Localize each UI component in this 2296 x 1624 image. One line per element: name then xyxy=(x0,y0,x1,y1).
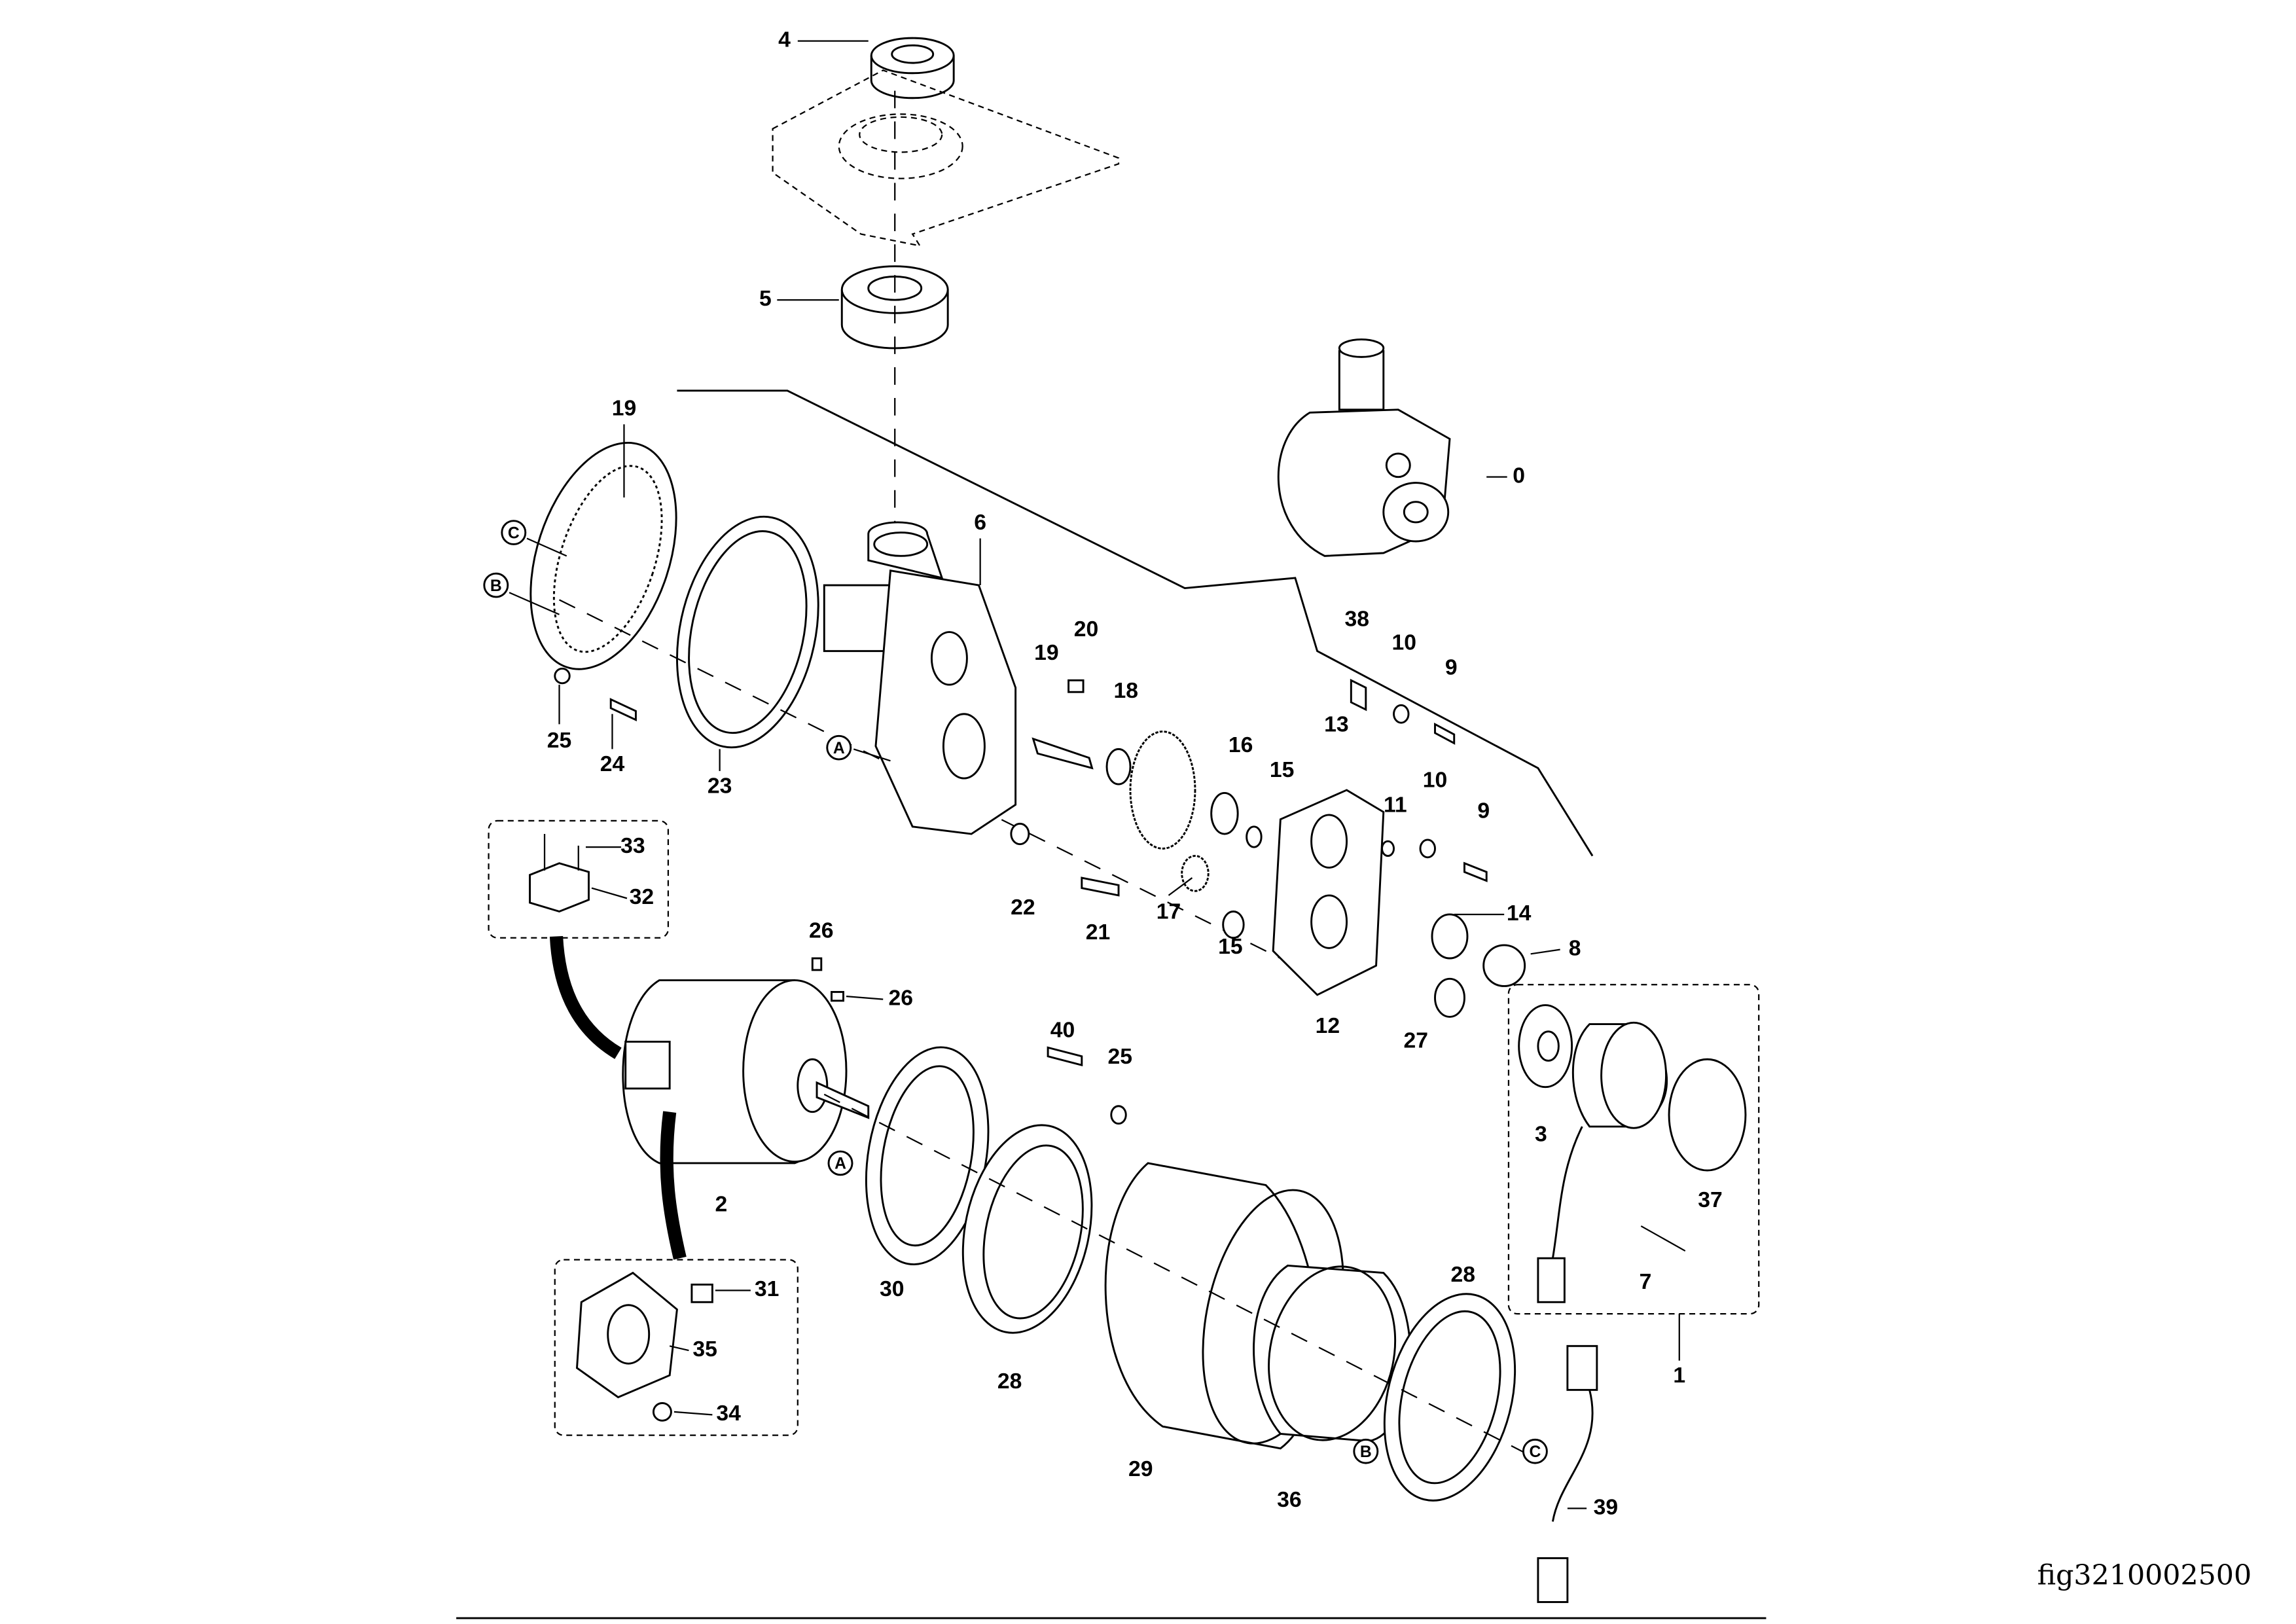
marker-b2: B xyxy=(1360,1443,1372,1461)
bearing-4 xyxy=(870,37,955,99)
callout-10: 10 xyxy=(1392,630,1417,655)
callout-26b: 26 xyxy=(888,986,913,1011)
callout-19b: 19 xyxy=(1034,641,1059,665)
callout-30: 30 xyxy=(880,1277,905,1301)
callout-1: 1 xyxy=(1673,1363,1685,1388)
callout-35: 35 xyxy=(692,1337,717,1362)
figure-id: fig3210002500 xyxy=(2037,1559,2252,1592)
motor xyxy=(622,957,870,1164)
marker-c2: C xyxy=(1529,1443,1541,1461)
brake-inset xyxy=(1507,984,1760,1315)
callout-5: 5 xyxy=(759,287,772,311)
callout-23: 23 xyxy=(708,774,732,798)
o-ring-23 xyxy=(676,515,819,749)
callout-16: 16 xyxy=(1229,733,1253,757)
gear-housing xyxy=(823,521,1017,835)
callout-25b: 25 xyxy=(1108,1045,1133,1069)
callout-33: 33 xyxy=(620,834,645,858)
callout-26: 26 xyxy=(809,919,834,943)
callout-3: 3 xyxy=(1535,1122,1547,1146)
callout-25: 25 xyxy=(547,729,572,753)
callout-38: 38 xyxy=(1345,607,1370,632)
callout-15: 15 xyxy=(1270,758,1295,782)
callout-37: 37 xyxy=(1698,1188,1723,1212)
callout-0: 0 xyxy=(1513,464,1525,488)
callout-27: 27 xyxy=(1404,1028,1429,1053)
callout-18: 18 xyxy=(1114,679,1139,703)
seal-28b xyxy=(1383,1293,1516,1502)
marker-b: B xyxy=(490,577,502,595)
leader-lines xyxy=(509,40,1680,1509)
callout-24: 24 xyxy=(600,752,625,776)
marker-a: A xyxy=(833,740,845,757)
callout-7: 7 xyxy=(1640,1270,1652,1294)
callout-2: 2 xyxy=(715,1193,727,1217)
callout-19: 19 xyxy=(612,397,637,421)
marker-a2: A xyxy=(834,1155,846,1173)
cable-39 xyxy=(1537,1344,1598,1603)
callout-40: 40 xyxy=(1050,1019,1075,1043)
callout-34: 34 xyxy=(716,1401,741,1426)
callout-8: 8 xyxy=(1569,937,1581,961)
marker-c: C xyxy=(508,524,520,542)
connector-inset xyxy=(488,820,670,939)
assembled-drive-unit xyxy=(1277,338,1451,557)
callout-22: 22 xyxy=(1011,895,1035,920)
callout-11: 11 xyxy=(1384,793,1407,817)
callout-9: 9 xyxy=(1445,655,1458,679)
seal-28 xyxy=(961,1124,1093,1334)
callout-14: 14 xyxy=(1507,901,1532,926)
ring-gear xyxy=(529,442,677,670)
callout-4: 4 xyxy=(778,28,791,52)
callout-20: 20 xyxy=(1074,617,1099,641)
callout-36: 36 xyxy=(1277,1488,1302,1512)
gear-train xyxy=(554,668,1263,939)
sensor-inset xyxy=(554,1259,798,1436)
callout-31: 31 xyxy=(755,1277,780,1301)
callout-6: 6 xyxy=(974,511,986,535)
callout-32: 32 xyxy=(630,885,655,909)
callout-21: 21 xyxy=(1086,920,1111,945)
callout-13: 13 xyxy=(1324,713,1349,737)
callout-12: 12 xyxy=(1316,1014,1340,1038)
mounting-plate xyxy=(772,69,1120,247)
callout-39: 39 xyxy=(1594,1495,1619,1519)
gear-cover xyxy=(1272,678,1526,1018)
callout-29: 29 xyxy=(1128,1457,1153,1481)
callout-labels: 4 5 19 C B 25 24 23 6 A 19 20 18 16 15 3… xyxy=(490,28,1723,1520)
callout-17: 17 xyxy=(1157,900,1181,924)
callout-15b: 15 xyxy=(1218,935,1243,959)
callout-10b: 10 xyxy=(1423,768,1448,792)
reference-markers xyxy=(483,520,1548,1464)
callout-28: 28 xyxy=(997,1369,1022,1394)
callout-9b: 9 xyxy=(1477,799,1490,823)
callout-28b: 28 xyxy=(1450,1263,1475,1287)
